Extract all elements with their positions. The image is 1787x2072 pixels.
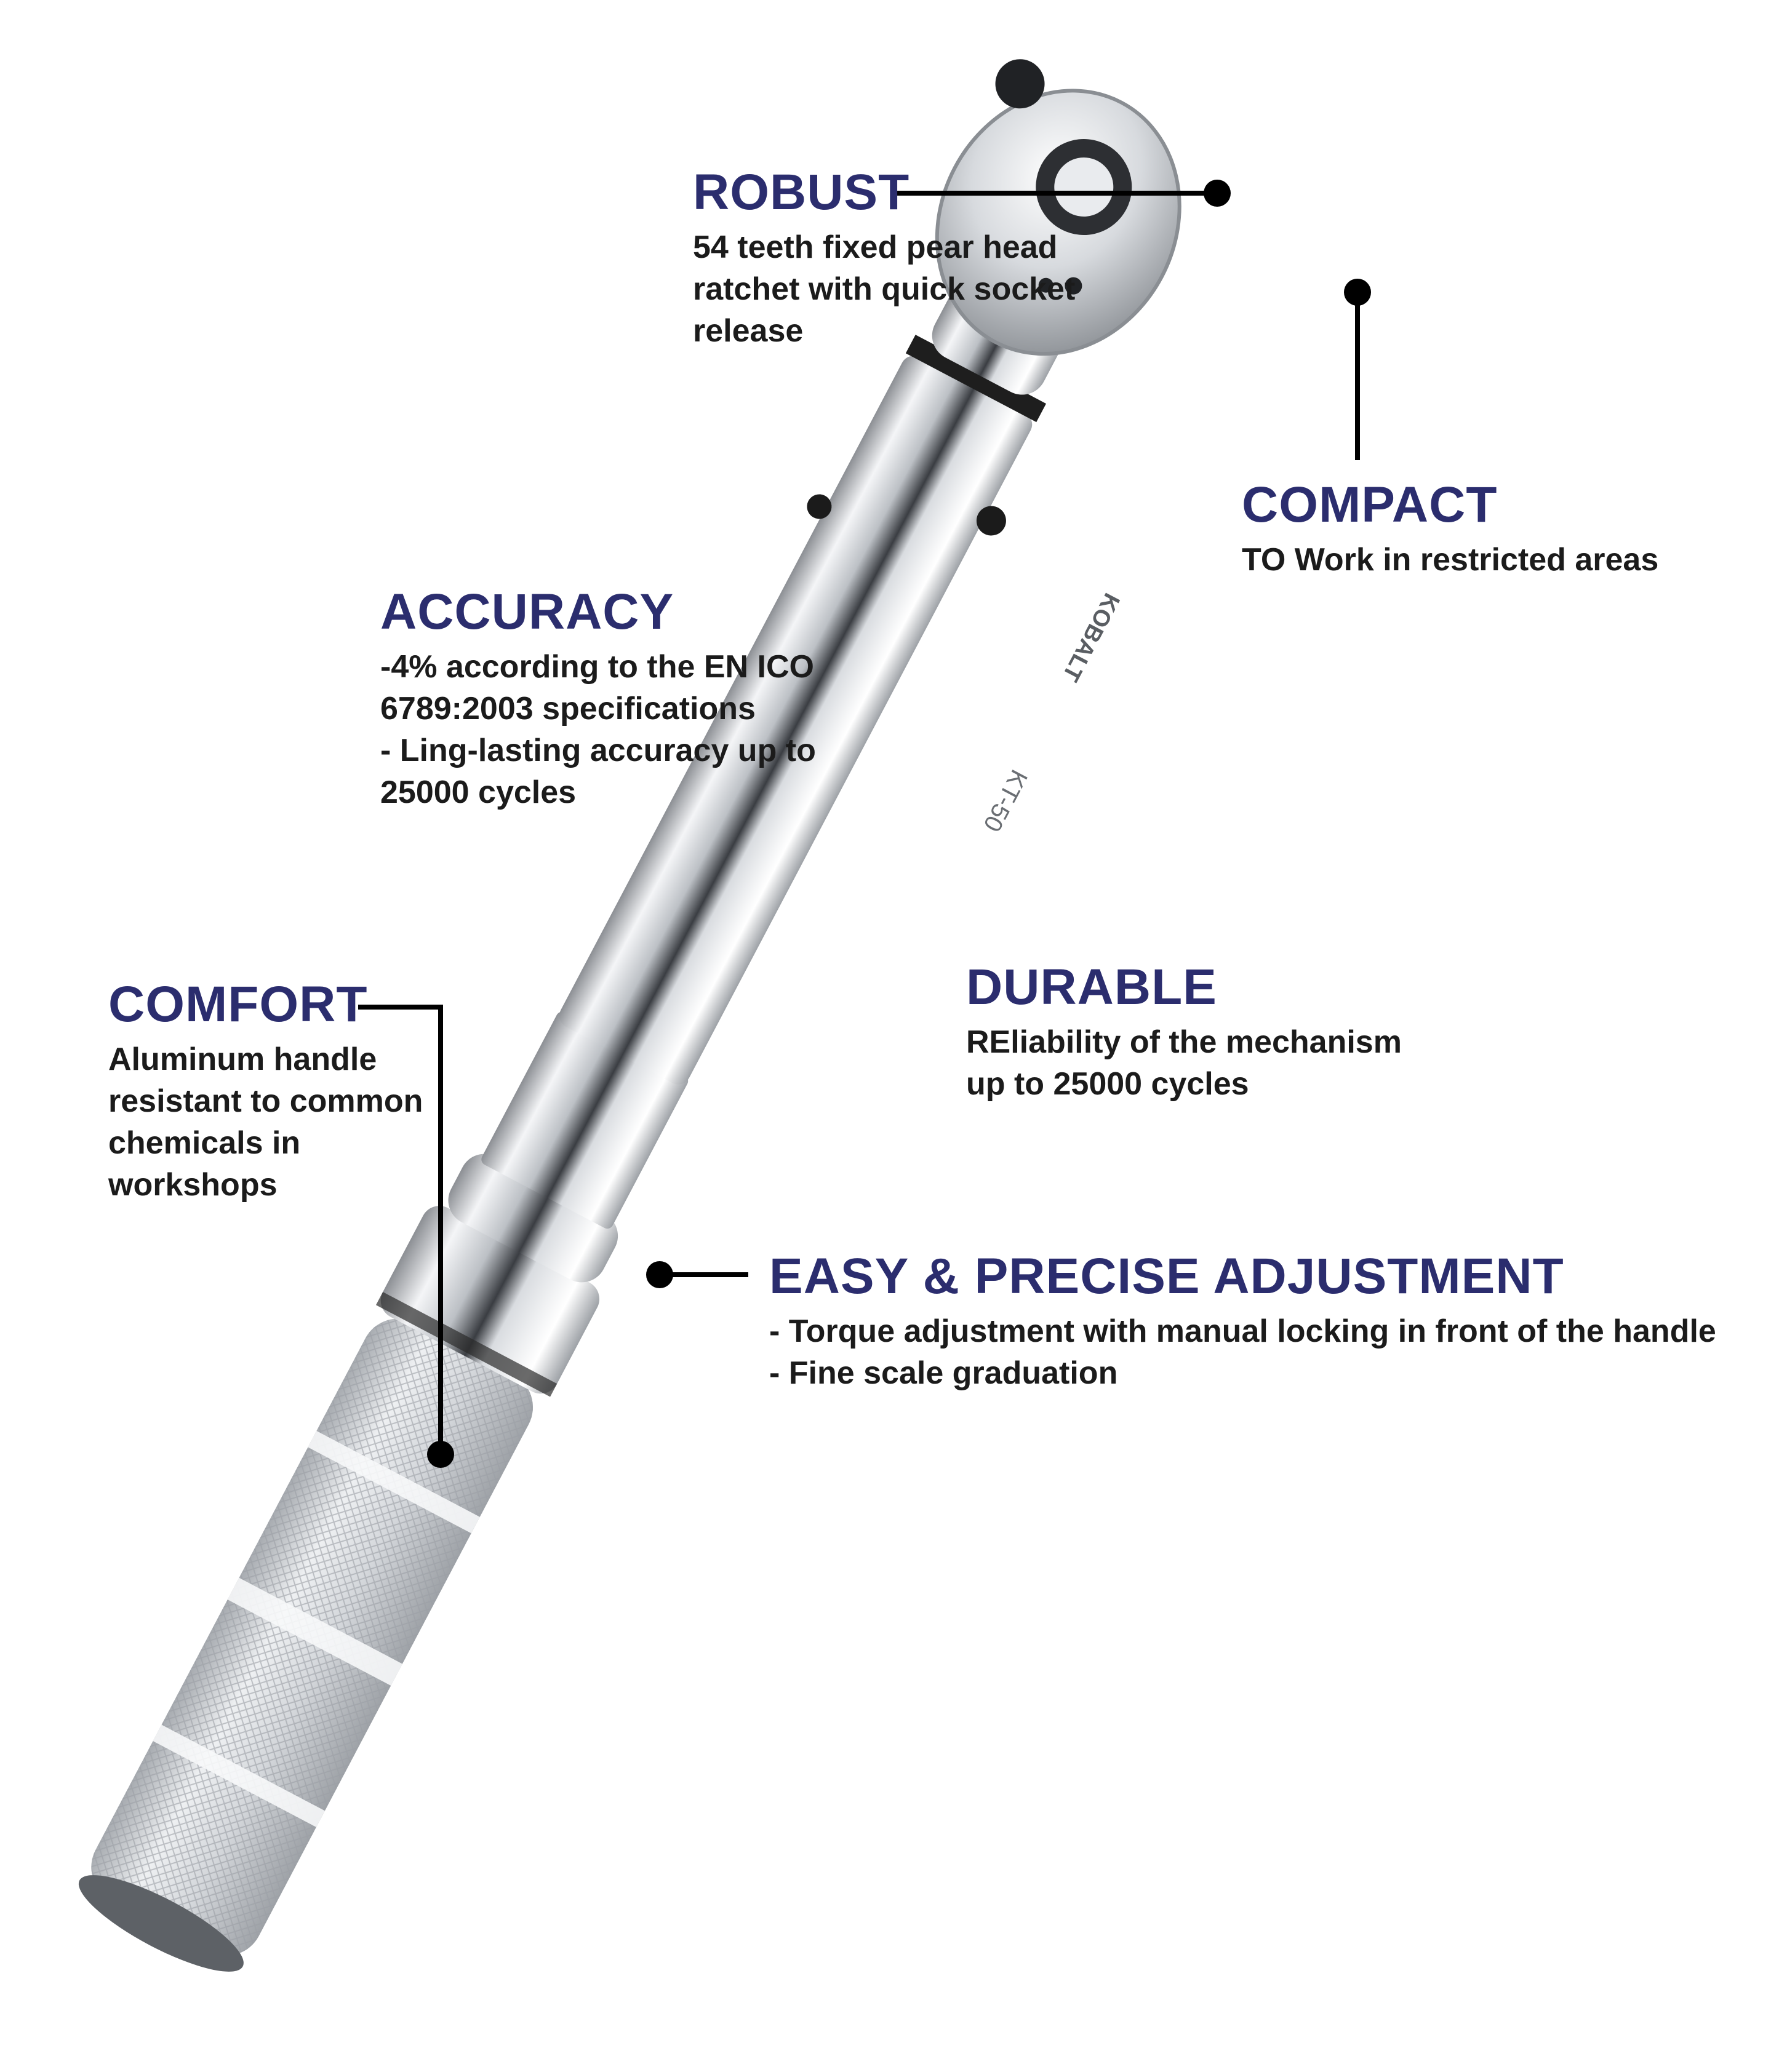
adjustment-line: - Torque adjustment with manual locking … xyxy=(769,1313,1716,1349)
leader-dots xyxy=(427,180,1371,1468)
scale-tube xyxy=(481,1011,689,1229)
comfort-leader-dot xyxy=(427,1441,454,1468)
compact-line: TO Work in restricted areas xyxy=(1242,542,1659,578)
adjustment-collar xyxy=(375,1154,618,1397)
comfort-callout: COMFORT Aluminum handle resistant to com… xyxy=(108,979,423,1206)
robust-line: 54 teeth fixed pear head xyxy=(693,229,1058,265)
durable-line: up to 25000 cycles xyxy=(966,1066,1249,1102)
leader-lines xyxy=(358,191,1360,1450)
accuracy-line: - Ling-lasting accuracy up to xyxy=(380,733,816,768)
comfort-title: COMFORT xyxy=(108,976,368,1032)
robust-title: ROBUST xyxy=(693,164,910,220)
comfort-line: workshops xyxy=(108,1167,278,1203)
robust-callout: ROBUST 54 teeth fixed pear head ratchet … xyxy=(693,167,1075,352)
durable-description: REliability of the mechanism up to 25000… xyxy=(966,1021,1402,1105)
robust-leader-dot xyxy=(1204,180,1231,207)
comfort-line: Aluminum handle xyxy=(108,1042,377,1077)
comfort-line: chemicals in xyxy=(108,1125,301,1161)
ratchet-head xyxy=(935,59,1181,356)
compact-description: TO Work in restricted areas xyxy=(1242,539,1658,581)
knurled-grip xyxy=(78,1318,533,1972)
accuracy-title: ACCURACY xyxy=(380,584,674,640)
compact-leader-dot xyxy=(1344,279,1371,306)
robust-description: 54 teeth fixed pear head ratchet with qu… xyxy=(693,226,1075,352)
accuracy-line: -4% according to the EN ICO xyxy=(380,649,814,685)
adjustment-line: - Fine scale graduation xyxy=(769,1355,1118,1391)
comfort-line: resistant to common xyxy=(108,1083,423,1119)
robust-line: ratchet with quick socket xyxy=(693,271,1076,307)
brand-marking: KOBALT xyxy=(1057,589,1125,685)
model-marking: KT-50 xyxy=(978,765,1033,836)
adjustment-leader-dot xyxy=(646,1261,673,1288)
durable-line: REliability of the mechanism xyxy=(966,1024,1402,1060)
accuracy-line: 25000 cycles xyxy=(380,775,577,810)
durable-title: DURABLE xyxy=(966,959,1217,1015)
wrench-body xyxy=(78,59,1181,1972)
compact-title: COMPACT xyxy=(1242,477,1498,533)
main-shaft xyxy=(559,356,1033,1085)
durable-callout: DURABLE REliability of the mechanism up … xyxy=(966,962,1402,1105)
accuracy-description: -4% according to the EN ICO 6789:2003 sp… xyxy=(380,646,816,813)
accuracy-callout: ACCURACY -4% according to the EN ICO 678… xyxy=(380,587,816,813)
adjustment-callout: EASY & PRECISE ADJUSTMENT - Torque adjus… xyxy=(769,1251,1716,1394)
accuracy-line: 6789:2003 specifications xyxy=(380,691,756,727)
adjustment-title: EASY & PRECISE ADJUSTMENT xyxy=(769,1248,1564,1304)
comfort-leader-line xyxy=(358,1005,443,1450)
comfort-description: Aluminum handle resistant to common chem… xyxy=(108,1038,423,1206)
compact-callout: COMPACT TO Work in restricted areas xyxy=(1242,480,1658,581)
adjustment-description: - Torque adjustment with manual locking … xyxy=(769,1310,1716,1394)
robust-line: release xyxy=(693,313,804,349)
